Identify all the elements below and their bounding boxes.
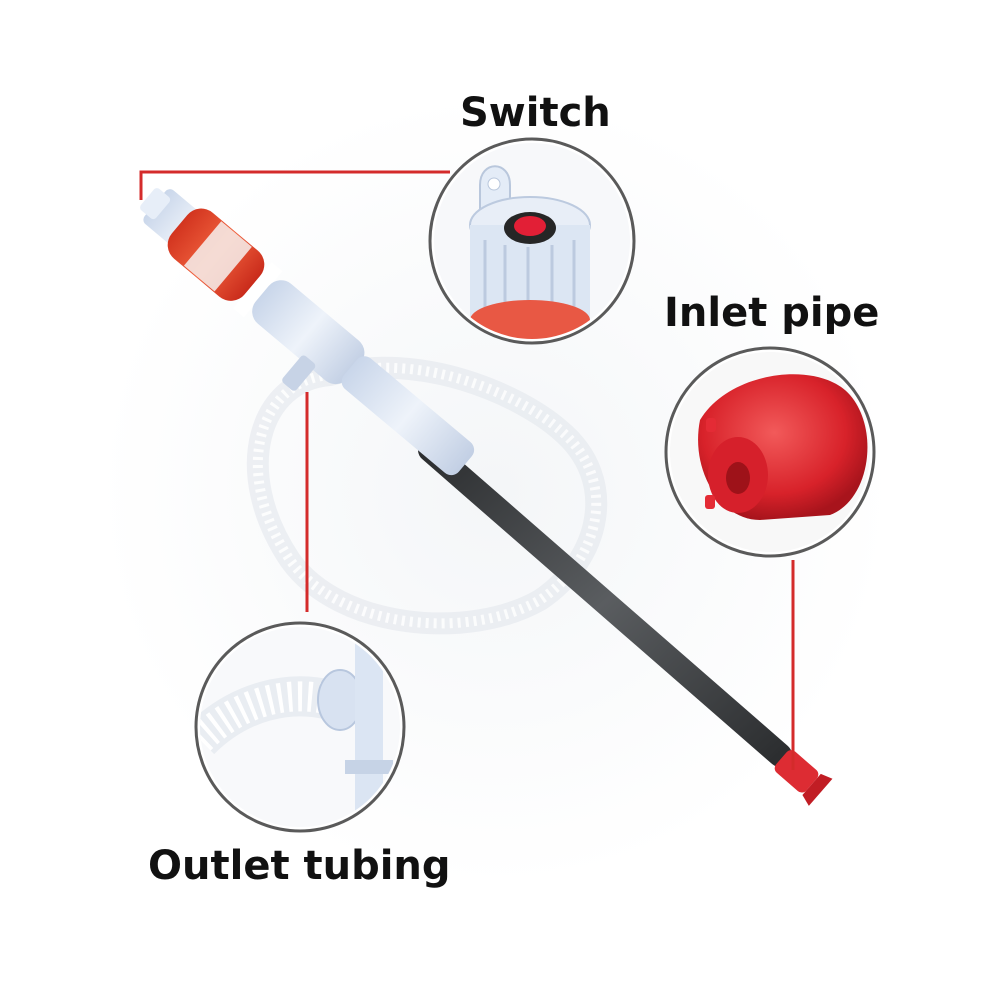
suction-pipe	[418, 438, 792, 767]
switch-callout-line	[139, 170, 450, 200]
outlet-closeup	[194, 621, 406, 833]
switch-label: Switch	[460, 90, 611, 136]
switch-closeup	[428, 137, 636, 345]
pump-body	[140, 188, 475, 476]
inlet-tip	[774, 750, 833, 806]
inlet-closeup	[664, 346, 876, 558]
callout-lines	[139, 170, 795, 770]
outlet-hose	[246, 356, 608, 635]
outlet-tubing-label: Outlet tubing	[148, 843, 451, 889]
inlet-pipe-label: Inlet pipe	[664, 290, 880, 334]
